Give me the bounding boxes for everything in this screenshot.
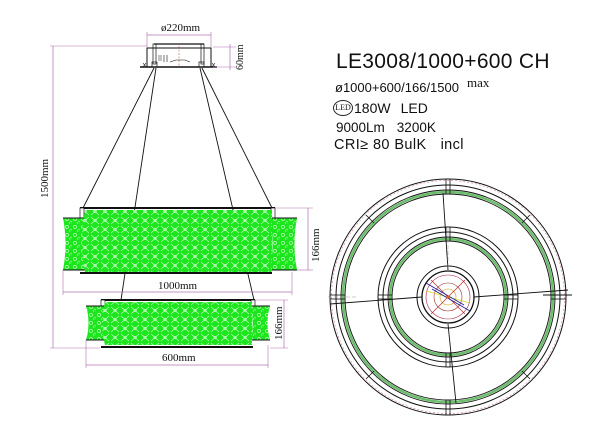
lower-ring-diameter-dimension: 600mm bbox=[85, 340, 269, 368]
lower-ring-side bbox=[86, 299, 270, 348]
upper-ring-diameter-dimension: 1000mm bbox=[62, 270, 293, 295]
upper-ring-side bbox=[63, 207, 297, 274]
center-hub bbox=[416, 265, 480, 329]
canopy bbox=[140, 43, 217, 68]
canopy-diameter-label: ø220mm bbox=[161, 22, 201, 34]
total-height-dimension: 1500mm bbox=[39, 45, 147, 349]
top-view bbox=[328, 178, 572, 416]
lower-ring-diameter-label: 600mm bbox=[162, 352, 196, 364]
lower-ring-height-dimension: 166mm bbox=[255, 299, 288, 349]
canopy-height-dimension: 60mm bbox=[213, 44, 246, 70]
total-height-label: 1500mm bbox=[39, 158, 51, 198]
lower-ring-height-label: 166mm bbox=[273, 306, 285, 340]
canopy-height-label: 60mm bbox=[235, 44, 246, 70]
side-view: ø220mm 60mm 1500mm bbox=[39, 22, 322, 368]
upper-ring-height-dimension: 166mm bbox=[275, 207, 322, 271]
ring-connectors bbox=[330, 179, 566, 415]
upper-ring-diameter-label: 1000mm bbox=[158, 280, 198, 292]
canopy-diameter-dimension: ø220mm bbox=[146, 22, 212, 47]
upper-ring-height-label: 166mm bbox=[310, 228, 322, 262]
